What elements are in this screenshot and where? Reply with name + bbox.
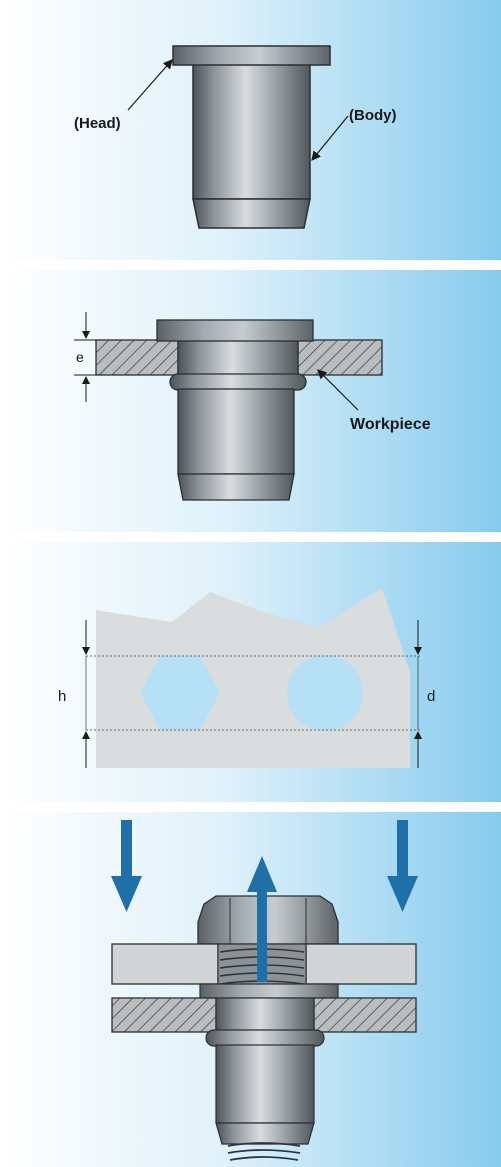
hex-nut bbox=[197, 895, 339, 945]
rivet-head bbox=[199, 983, 339, 999]
bolted-assembly-diagram bbox=[0, 812, 501, 1167]
rivet-body-lower bbox=[215, 1044, 315, 1124]
rivet-body bbox=[192, 63, 311, 200]
workpiece-right bbox=[313, 997, 417, 1033]
rivet-body-lower bbox=[177, 388, 295, 475]
body-leader-arrow bbox=[311, 115, 349, 161]
rivet-chamfer bbox=[215, 1122, 315, 1145]
panel-head-body: (Head) (Body) bbox=[0, 0, 501, 260]
hex-label: h bbox=[58, 688, 66, 705]
rivet-nut-diagram: (Head) (Body) bbox=[0, 0, 501, 260]
hex-hole bbox=[140, 656, 220, 730]
rivet-body-upper bbox=[215, 997, 315, 1033]
plate-right bbox=[305, 943, 417, 985]
workpiece-label: Workpiece bbox=[350, 416, 431, 433]
round-hole bbox=[287, 655, 363, 731]
workpiece-leader-arrow bbox=[317, 369, 359, 411]
down-arrow-right-icon bbox=[387, 820, 418, 912]
rivet-body-upper bbox=[177, 339, 299, 377]
down-arrow-left-icon bbox=[111, 820, 142, 912]
head-label: (Head) bbox=[74, 115, 121, 132]
up-arrow-center-icon bbox=[247, 856, 277, 982]
body-label: (Body) bbox=[349, 107, 397, 124]
hole-shapes-diagram: h d bbox=[0, 542, 501, 802]
rivet-head bbox=[156, 319, 314, 342]
rivet-bulge bbox=[169, 373, 307, 391]
workpiece-left bbox=[111, 997, 217, 1033]
panel-workpiece: e Workpiece bbox=[0, 270, 501, 532]
rivet-bulge bbox=[205, 1029, 325, 1047]
diameter-label: d bbox=[427, 688, 435, 705]
head-leader-arrow bbox=[127, 59, 173, 111]
rivet-chamfer bbox=[177, 473, 295, 501]
workpiece-left bbox=[95, 339, 179, 376]
installed-rivet-diagram: e Workpiece bbox=[0, 270, 501, 532]
rivet-chamfer bbox=[192, 198, 311, 229]
plate-left bbox=[111, 943, 219, 985]
workpiece-right bbox=[297, 339, 383, 376]
panel-hole-shapes: h d bbox=[0, 542, 501, 802]
thickness-label: e bbox=[76, 349, 84, 365]
panel-bolted-assembly bbox=[0, 812, 501, 1167]
rivet-head bbox=[172, 45, 331, 66]
bolt-tip-threads bbox=[227, 1142, 301, 1161]
